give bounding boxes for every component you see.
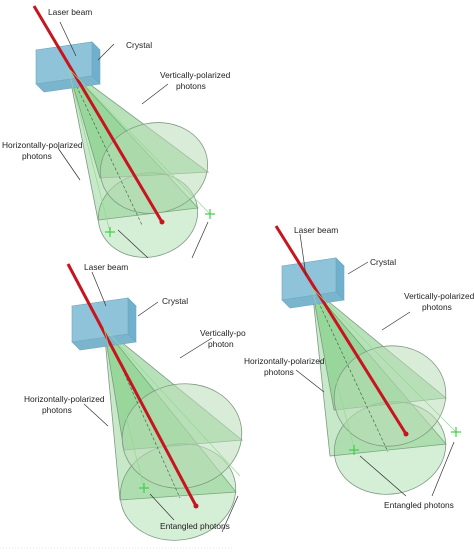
- vertical-cone: [103, 327, 244, 499]
- horizontal-label-line2: photons: [22, 151, 52, 161]
- laser-beam: [66, 263, 198, 507]
- entangled-label: Entangled photons: [384, 500, 454, 510]
- photon-marker: [451, 427, 461, 437]
- horizontal-label-line1: Horizontally-polarized: [244, 356, 325, 366]
- laser-beam: [274, 225, 408, 435]
- vertical-label-line2: photon: [208, 339, 234, 349]
- panel-right: Laser beam Crystal Vertically-polarized …: [244, 225, 474, 510]
- laser-end-dot: [403, 431, 409, 437]
- vertical-label-line1: Vertically-po: [200, 328, 246, 338]
- photon-marker: [139, 483, 149, 493]
- laser-beam-label: Laser beam: [294, 225, 338, 235]
- photon-marker: [105, 227, 115, 237]
- vertical-label-line1: Vertically-polarized: [160, 70, 231, 80]
- horizontal-label-line1: Horizontally-polarized: [24, 394, 105, 404]
- entangled-label: Entangled photons: [160, 521, 230, 531]
- horizontal-label-line2: photons: [264, 367, 294, 377]
- laser-beam-label: Laser beam: [84, 262, 128, 272]
- crystal-label: Crystal: [126, 40, 152, 50]
- vertical-cone: [67, 66, 210, 226]
- crystal: [71, 297, 137, 351]
- vertical-cone: [311, 287, 447, 453]
- vertical-label-line1: Vertically-polarized: [404, 291, 474, 301]
- vertical-label-line2: photons: [176, 81, 206, 91]
- crystal-label: Crystal: [162, 296, 188, 306]
- photon-marker: [205, 209, 215, 219]
- horizontal-label-line2: photons: [42, 405, 72, 415]
- laser-beam-label: Laser beam: [48, 7, 92, 17]
- laser-beam: [32, 5, 164, 223]
- horizontal-label-line1: Horizontally-polarized: [2, 140, 83, 150]
- laser-end-dot: [193, 503, 199, 509]
- crystal-label: Crystal: [370, 257, 396, 267]
- panel-bottom-left: Laser beam Crystal Vertically-po photon …: [0, 262, 246, 549]
- photon-marker: [349, 445, 359, 455]
- laser-end-dot: [159, 219, 165, 225]
- vertical-label-line2: photons: [422, 302, 452, 312]
- panel-top-left: Laser beam Crystal Vertically-polarized …: [2, 5, 231, 259]
- crystal: [35, 41, 101, 93]
